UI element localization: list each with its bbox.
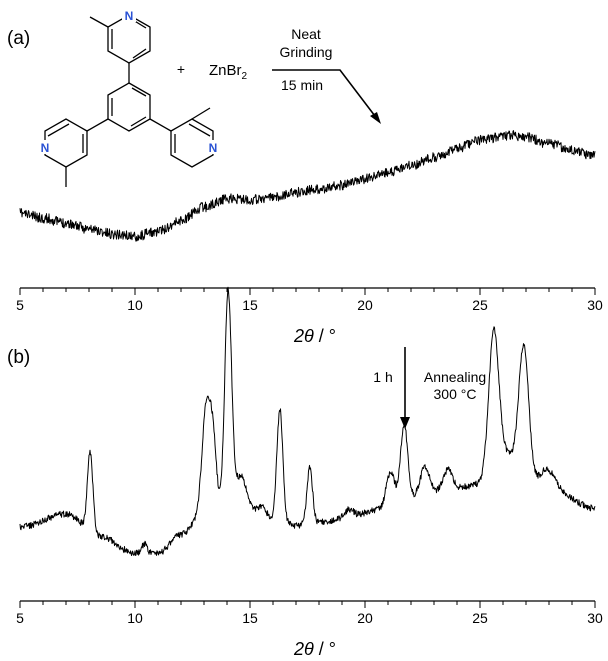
bond-left [86, 118, 109, 132]
x-tick-label: 15 [242, 610, 258, 626]
grinding-arrow [272, 69, 379, 121]
plus-sign: + [177, 61, 185, 77]
grinding-label-grinding: Grinding [280, 44, 333, 60]
grinding-label-time: 15 min [281, 77, 323, 93]
reagent-label: ZnBr2 [209, 62, 248, 82]
x-axis-a: 5 10 15 20 25 30 [16, 287, 603, 313]
x-tick-label: 20 [357, 610, 373, 626]
n-label-right: N [209, 141, 218, 155]
panel-a-label: (a) [7, 28, 30, 49]
x-tick-label: 25 [472, 610, 488, 626]
x-tick-label: 5 [16, 297, 24, 313]
pxrd-trace-b [19, 286, 596, 556]
anneal-arrowhead [400, 417, 410, 429]
grinding-arrowhead [370, 112, 381, 124]
x-axis-title-b: 2θ/ ° [293, 639, 336, 659]
x-axis-b: 5 10 15 20 25 30 [16, 600, 603, 626]
x-tick-label: 10 [127, 610, 143, 626]
molecule-structure [44, 14, 214, 187]
n-label-left: N [41, 141, 50, 155]
nitrogen-labels: N N N [38, 8, 220, 155]
anneal-temp-label: 300 °C [434, 386, 477, 402]
grinding-label-neat: Neat [291, 26, 321, 42]
x-tick-label: 30 [587, 297, 603, 313]
x-axis-title-a: 2θ/ ° [293, 326, 336, 346]
x-tick-label: 30 [587, 610, 603, 626]
anneal-time-label: 1 h [373, 369, 392, 385]
n-label-top: N [125, 9, 134, 23]
x-tick-label: 5 [16, 610, 24, 626]
bond-right [149, 118, 172, 132]
central-ring [107, 82, 151, 132]
pxrd-trace-a [19, 130, 596, 242]
anneal-label: Annealing [424, 369, 486, 385]
pyridine-left [44, 118, 88, 168]
x-tick-label: 25 [472, 297, 488, 313]
x-tick-label: 10 [127, 297, 143, 313]
x-tick-label: 20 [357, 297, 373, 313]
x-tick-label: 15 [242, 297, 258, 313]
panel-b-label: (b) [7, 347, 30, 368]
